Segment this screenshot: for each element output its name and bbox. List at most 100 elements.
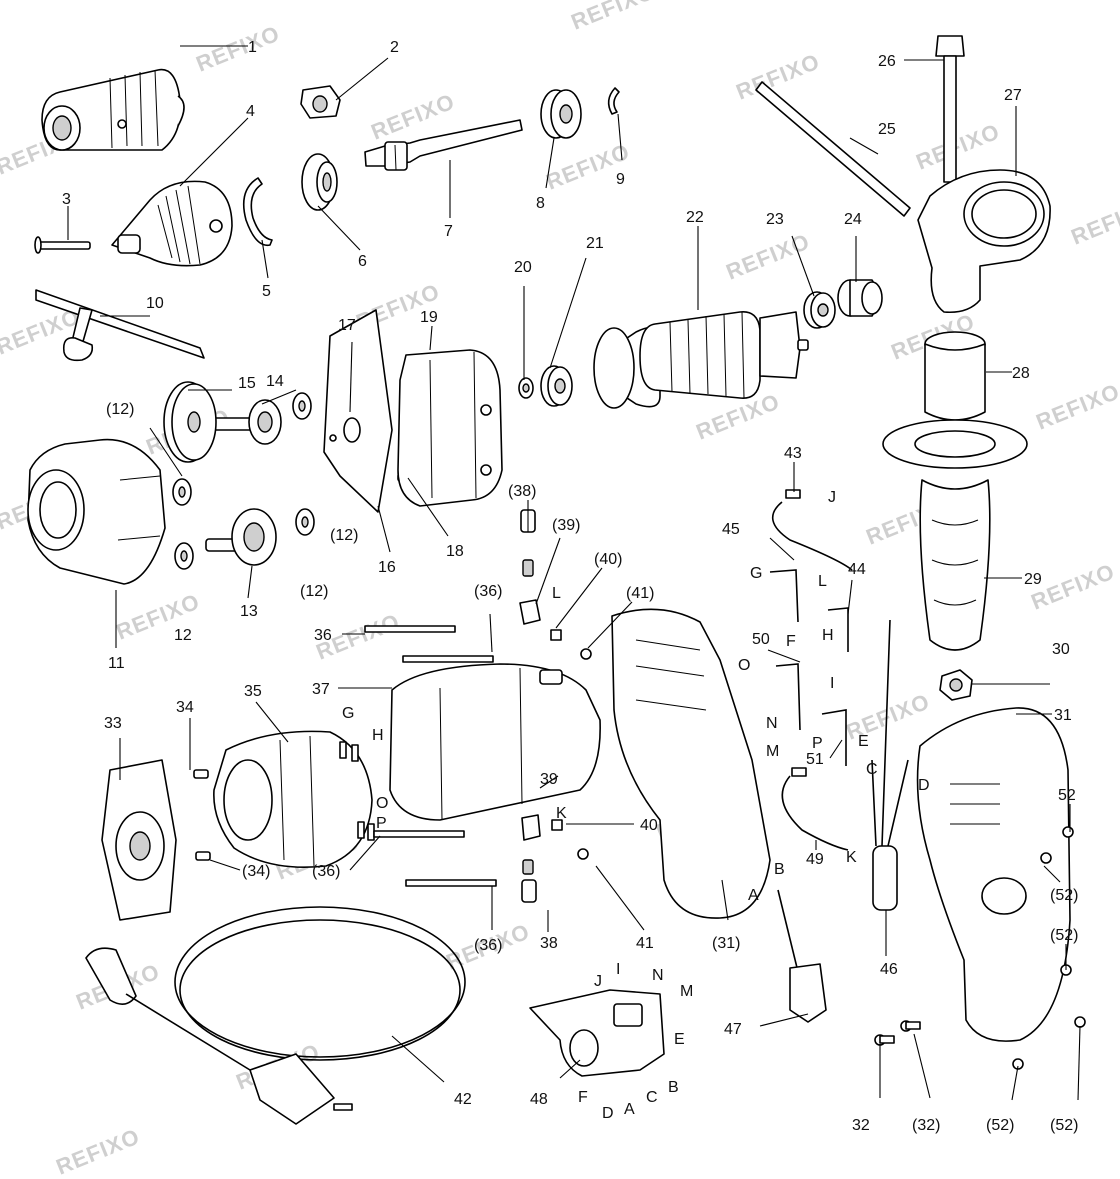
connector-G: G	[750, 565, 762, 582]
callout-4: 4	[246, 103, 255, 120]
watermark: REFIXO	[193, 21, 284, 77]
part-24-sleeve	[837, 279, 883, 317]
callout-33: 33	[104, 715, 122, 732]
connector-L: L	[818, 573, 827, 590]
part-44-45-50-51-leads	[769, 569, 849, 766]
leader-lines	[67, 45, 1081, 1101]
part-33-end-shield	[101, 759, 177, 921]
part-47-knob	[777, 889, 827, 1023]
part-41-screws	[577, 648, 592, 860]
callout-39-paren: (39)	[552, 517, 580, 534]
callout-36: 36	[314, 627, 332, 644]
connector-D: D	[602, 1105, 614, 1122]
callout-15: 15	[238, 375, 256, 392]
callout-46: 46	[880, 961, 898, 978]
callout-37: 37	[312, 681, 330, 698]
callout-36-paren: (36)	[474, 583, 502, 600]
callout-45: 45	[722, 521, 740, 538]
part-15-gear	[163, 381, 217, 463]
callout-36-paren: (36)	[312, 863, 340, 880]
part-25-depth-rod	[755, 81, 911, 217]
callout-19: 19	[420, 309, 438, 326]
callout-35: 35	[244, 683, 262, 700]
part-43-cable	[772, 489, 853, 571]
part-31-handle-half-right	[916, 707, 1071, 1042]
part-20-bearing	[518, 377, 534, 399]
callout-51: 51	[806, 751, 824, 768]
callout-20: 20	[514, 259, 532, 276]
connector-J: J	[594, 973, 602, 990]
callout-52-paren: (52)	[1050, 1117, 1078, 1134]
connector-I: I	[830, 675, 834, 692]
callout-52-paren: (52)	[1050, 887, 1078, 904]
callout-9: 9	[616, 171, 625, 188]
connector-J: J	[828, 489, 836, 506]
part-30-nut	[939, 669, 973, 701]
part-10-chuck-key	[35, 289, 205, 362]
callout-36-paren: (36)	[474, 937, 502, 954]
connector-K: K	[846, 849, 857, 866]
callout-1: 1	[248, 39, 257, 56]
connector-O: O	[376, 795, 388, 812]
connector-P: P	[376, 815, 387, 832]
part-28-spacer	[924, 331, 986, 421]
connector-I: I	[616, 961, 620, 978]
part-13-gear-shaft	[205, 508, 277, 566]
part-29-side-handle	[882, 419, 1028, 651]
part-9-circlip	[607, 87, 620, 115]
part-6-seal	[301, 153, 338, 211]
part-27-clamp	[917, 169, 1051, 314]
connector-B: B	[774, 861, 785, 878]
connector-N: N	[652, 967, 664, 984]
part-22-armature	[593, 311, 809, 409]
watermark: REFIXO	[1068, 194, 1120, 250]
part-39-brush-holders	[519, 599, 541, 841]
callout-14: 14	[266, 373, 284, 390]
callout-31-paren: (31)	[712, 935, 740, 952]
callout-52-paren: (52)	[986, 1117, 1014, 1134]
connector-K: K	[556, 805, 567, 822]
callout-52-paren: (52)	[1050, 927, 1078, 944]
callout-28: 28	[1012, 365, 1030, 382]
callout-23: 23	[766, 211, 784, 228]
connector-L: L	[552, 585, 561, 602]
callout-44: 44	[848, 561, 866, 578]
callout-41-paren: (41)	[626, 585, 654, 602]
callout-50: 50	[752, 631, 770, 648]
part-42-power-cord	[85, 906, 466, 1125]
callout-27: 27	[1004, 87, 1022, 104]
part-8-bearing	[540, 89, 582, 139]
connector-A: A	[748, 887, 759, 904]
callout-48: 48	[530, 1091, 548, 1108]
connector-F: F	[786, 633, 796, 650]
callout-49: 49	[806, 851, 824, 868]
callout-52: 52	[1058, 787, 1076, 804]
callout-24: 24	[844, 211, 862, 228]
watermark: REFIXO	[1033, 379, 1120, 435]
connector-A: A	[624, 1101, 635, 1118]
callout-5: 5	[262, 283, 271, 300]
part-callouts: 1 2 3 4 5 6 7 8 9 10 11 (12) (12) (12) 1…	[62, 39, 1078, 1134]
part-37-motor-housing	[389, 663, 601, 821]
callout-17: 17	[338, 317, 356, 334]
part-32-screws	[874, 1020, 921, 1046]
part-1-keyless-chuck	[41, 68, 185, 151]
callout-16: 16	[378, 559, 396, 576]
callout-13: 13	[240, 603, 258, 620]
callout-30: 30	[1052, 641, 1070, 658]
callout-3: 3	[62, 191, 71, 208]
callout-12: 12	[174, 627, 192, 644]
connector-C: C	[866, 761, 878, 778]
connector-O: O	[738, 657, 750, 674]
connector-M: M	[766, 743, 779, 760]
callout-22: 22	[686, 209, 704, 226]
callout-40-paren: (40)	[594, 551, 622, 568]
part-36-long-screws	[364, 625, 497, 887]
part-49-cable	[781, 767, 849, 851]
callout-41: 41	[636, 935, 654, 952]
callout-6: 6	[358, 253, 367, 270]
callout-32-paren: (32)	[912, 1117, 940, 1134]
part-12-bearings	[172, 392, 315, 570]
connector-D: D	[918, 777, 930, 794]
